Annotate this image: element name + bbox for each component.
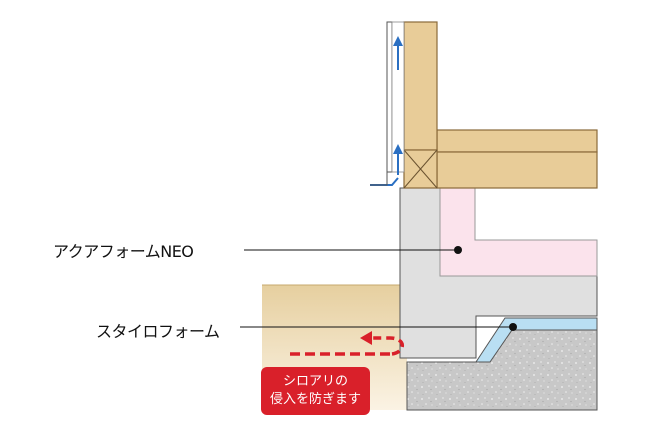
sill-cross-2 <box>403 149 438 189</box>
floor-joist-lower <box>436 151 598 189</box>
wall-stud <box>403 21 438 151</box>
termite-arrow-head-icon <box>360 331 372 345</box>
badge-line-1: シロアリの <box>282 374 348 389</box>
airflow-arrow-top-icon <box>393 36 403 46</box>
termite-callout-badge: シロアリの 侵入を防ぎます <box>261 367 370 415</box>
label-styrofoam: スタイロフォーム <box>96 322 220 341</box>
siding-drip-edge <box>370 172 388 186</box>
floor-joist-upper <box>436 129 598 153</box>
leader-dot-aqua-foam <box>454 246 462 254</box>
label-aqua-foam: アクアフォームNEO <box>53 242 194 261</box>
styrofoam-insulation <box>475 317 598 363</box>
exterior-siding <box>386 21 393 173</box>
airflow-intake-line <box>370 177 399 186</box>
termite-return-curve <box>370 336 404 356</box>
airflow-arrow-mid-icon <box>393 144 403 154</box>
badge-line-2: 侵入を防ぎます <box>269 392 361 407</box>
leader-dot-styrofoam <box>509 323 517 331</box>
aqua-foam-insulation <box>439 187 598 277</box>
